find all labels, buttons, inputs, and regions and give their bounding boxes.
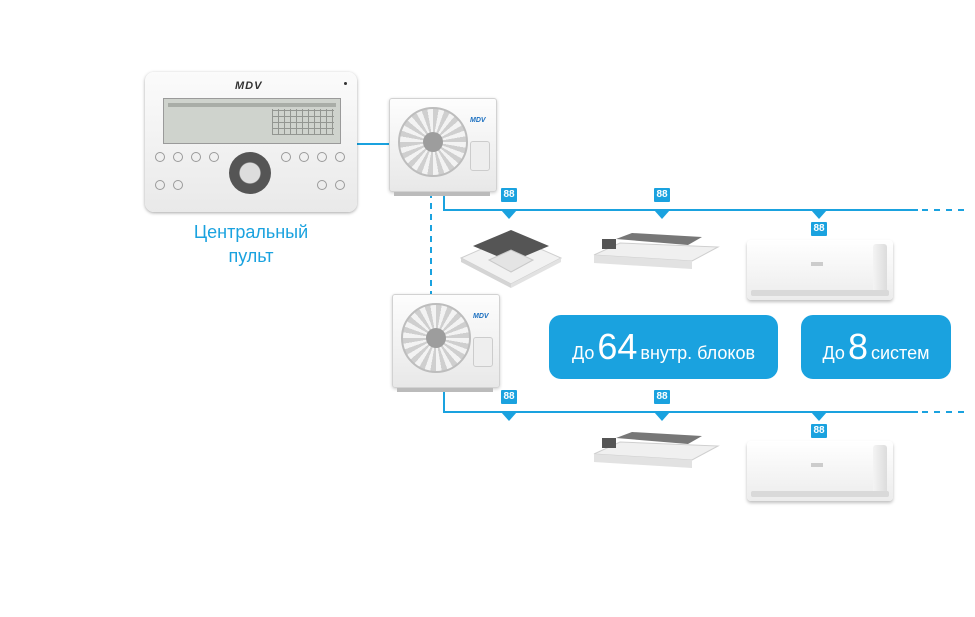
branch-arrow <box>811 210 827 219</box>
branch-arrow <box>654 412 670 421</box>
badge-number: 64 <box>597 326 638 367</box>
controller-button-icon <box>155 180 165 190</box>
address-tag: 88 <box>811 222 827 236</box>
controller-button-icon <box>335 152 345 162</box>
address-tag: 88 <box>501 390 517 404</box>
controller-button-icon <box>299 152 309 162</box>
ceiling-duct-unit-icon <box>593 233 720 269</box>
address-tag: 88 <box>501 188 517 202</box>
controller-caption-line1: Центральный <box>193 222 309 242</box>
badge-suffix: систем <box>870 343 930 363</box>
address-tag: 88 <box>811 424 827 438</box>
badge-prefix: До <box>822 343 845 363</box>
address-tag: 88 <box>654 390 670 404</box>
cassette-indoor-unit-icon <box>459 230 563 288</box>
system2-bus-line <box>443 388 918 413</box>
branch-arrow <box>501 210 517 219</box>
badge-prefix: До <box>571 343 595 363</box>
controller-lcd-screen <box>163 98 341 144</box>
controller-button-icon <box>209 152 219 162</box>
system1-bus-line <box>443 192 918 211</box>
wall-mounted-indoor-unit <box>747 240 893 300</box>
service-panel <box>470 141 490 171</box>
controller-button-icon <box>335 180 345 190</box>
controller-button-icon <box>173 152 183 162</box>
service-panel <box>473 337 493 367</box>
controller-caption-line2: пульт <box>228 246 274 266</box>
central-controller: MDV <box>145 72 357 212</box>
branch-arrow <box>811 412 827 421</box>
badge-suffix: внутр. блоков <box>640 343 756 363</box>
indicator-led <box>344 82 347 85</box>
controller-button-icon <box>191 152 201 162</box>
controller-button-icon <box>317 152 327 162</box>
controller-button-icon <box>317 180 327 190</box>
controller-brand-logo: MDV <box>235 80 263 92</box>
systems-capacity-badge: До 8 систем <box>801 315 951 379</box>
controller-button-icon <box>173 180 183 190</box>
wall-mounted-indoor-unit <box>747 441 893 501</box>
fan-grille-icon <box>398 107 468 177</box>
outdoor-unit-1: MDV <box>389 98 497 196</box>
address-tag: 88 <box>654 188 670 202</box>
outdoor-unit-brand: MDV <box>470 117 486 124</box>
indoor-units-capacity-badge: До 64 внутр. блоков <box>549 315 778 379</box>
branch-arrow <box>654 210 670 219</box>
controller-button-icon <box>155 152 165 162</box>
controller-caption: Центральный пульт <box>170 220 332 268</box>
badge-number: 8 <box>847 326 868 367</box>
controller-button-icon <box>281 152 291 162</box>
branch-arrow <box>501 412 517 421</box>
ceiling-duct-unit-icon <box>593 432 720 468</box>
navigation-wheel-icon <box>229 152 271 194</box>
fan-grille-icon <box>401 303 471 373</box>
outdoor-unit-brand: MDV <box>473 313 489 320</box>
outdoor-unit-2: MDV <box>392 294 500 392</box>
